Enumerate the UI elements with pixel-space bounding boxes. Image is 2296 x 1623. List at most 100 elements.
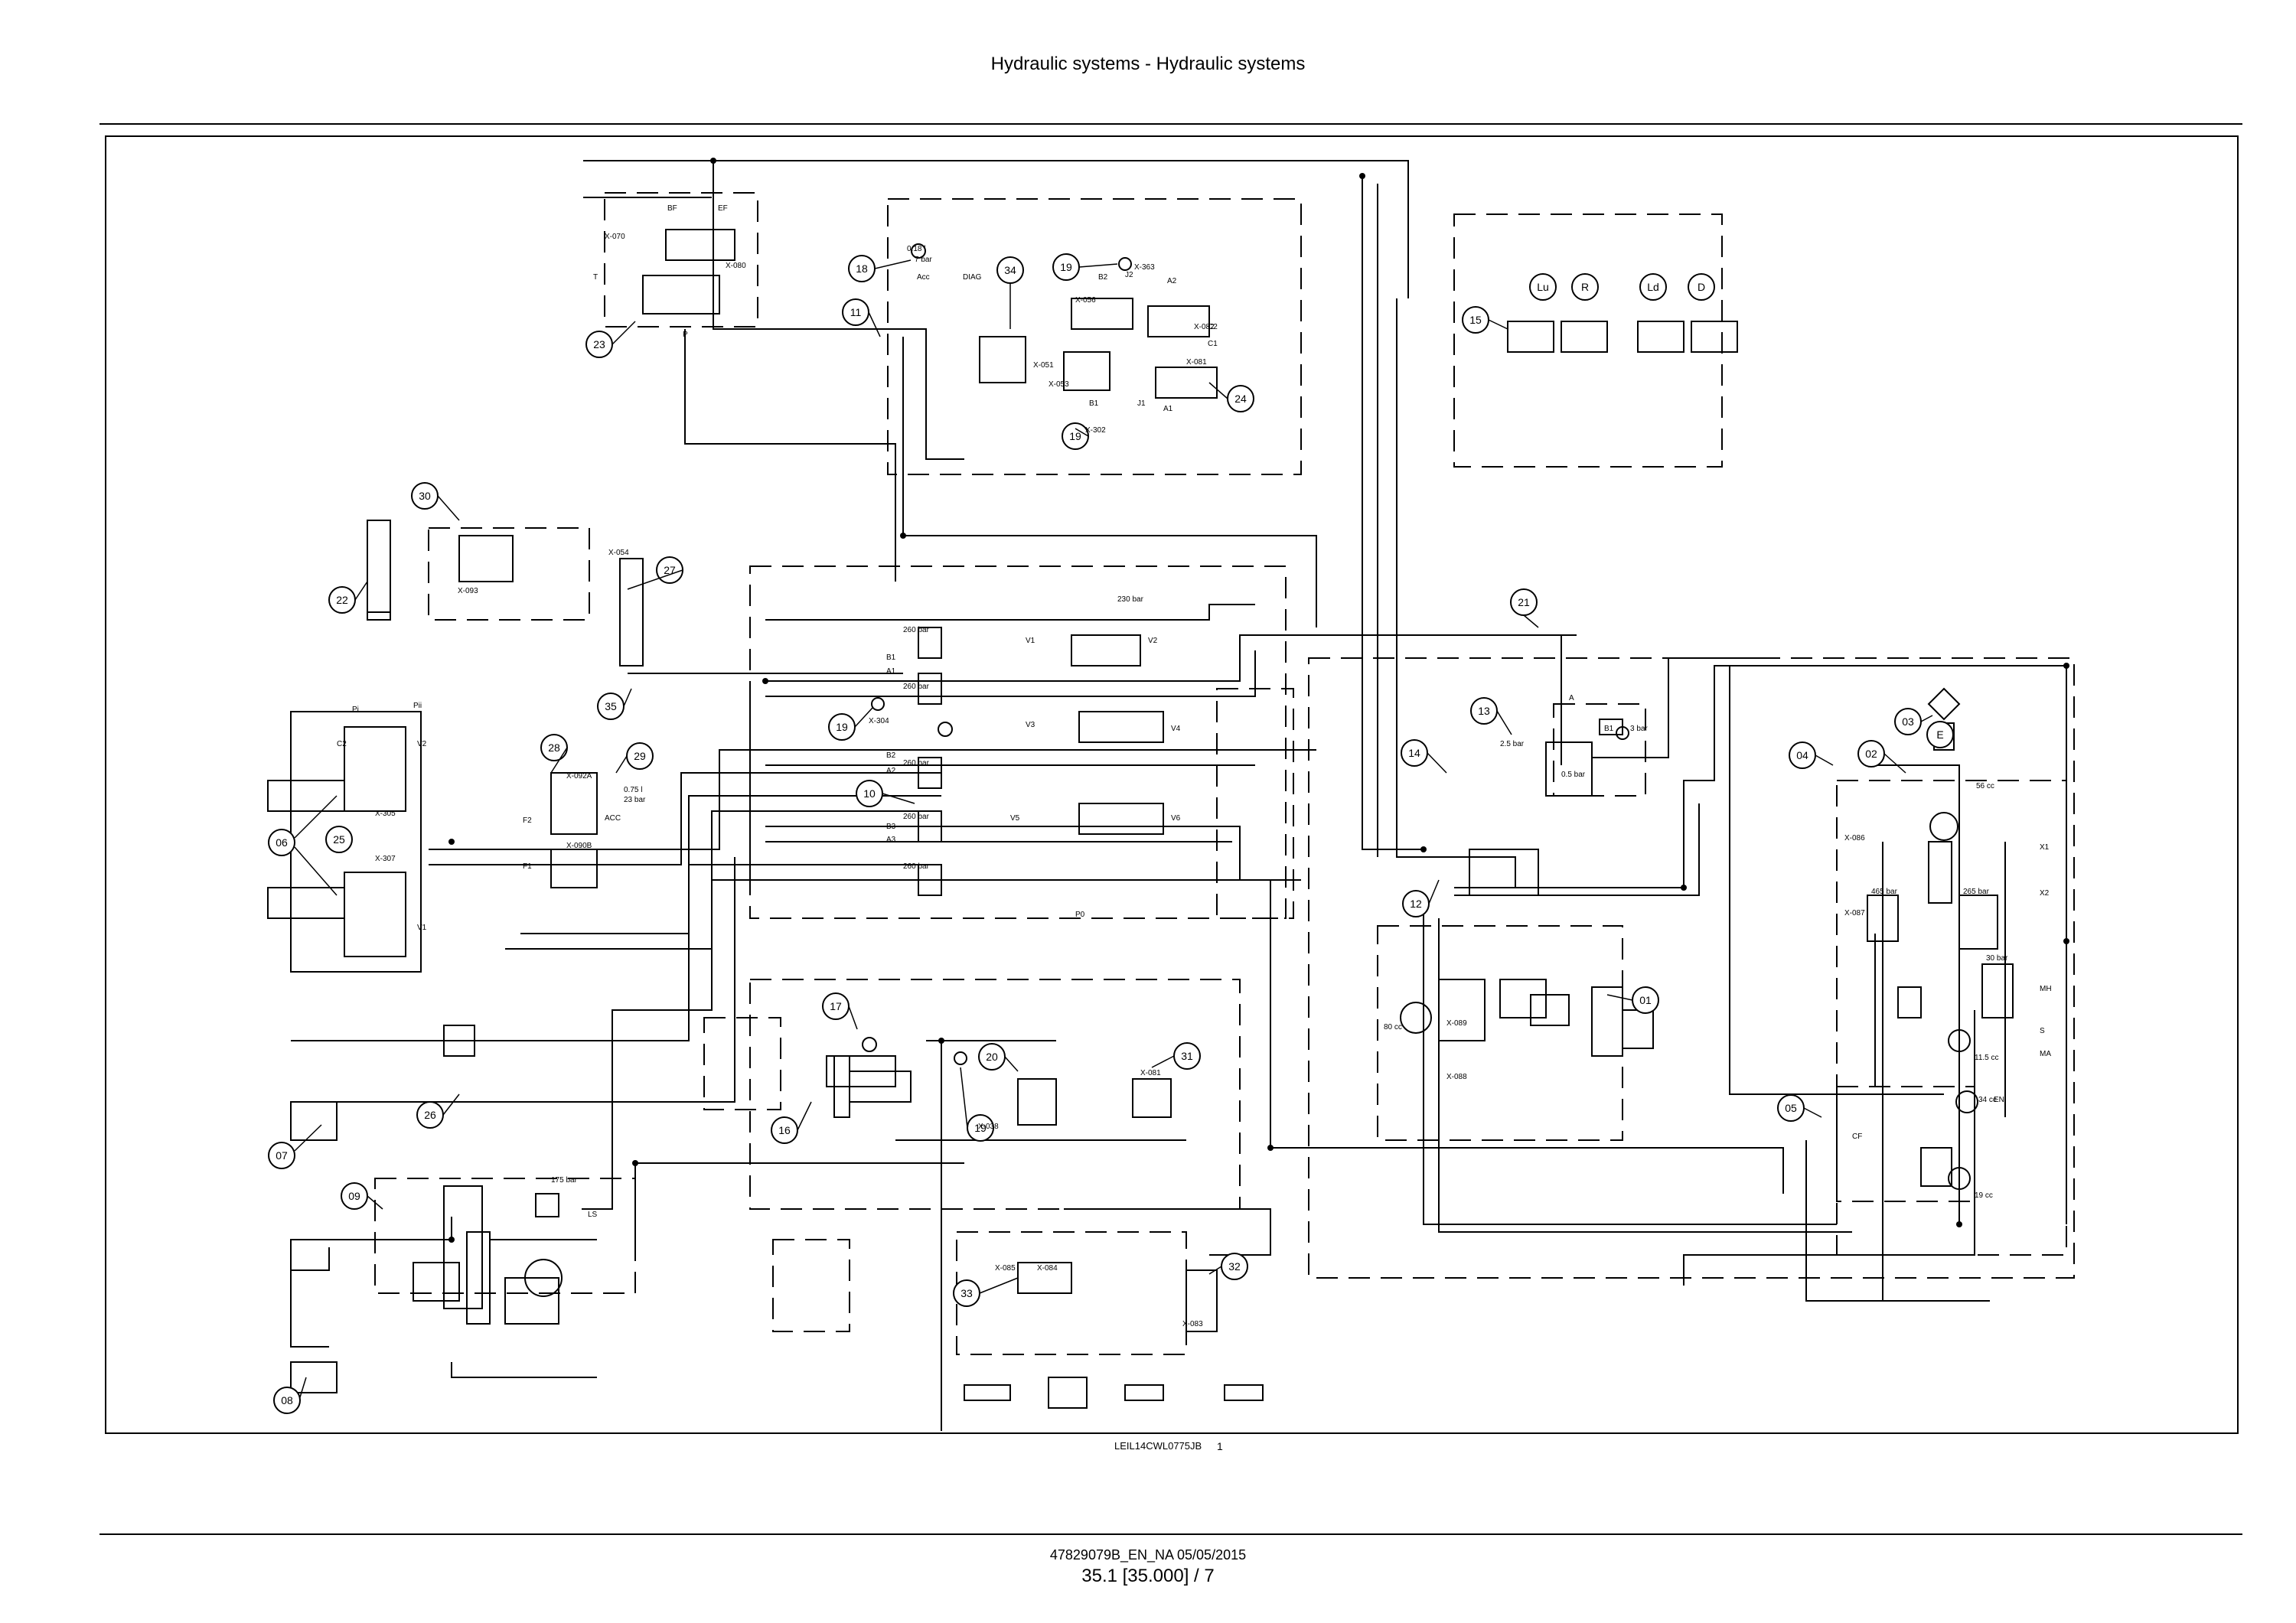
label-x082: X-082: [1194, 323, 1215, 331]
callout-06: 06: [276, 836, 288, 849]
label-x2: X2: [2040, 889, 2050, 898]
label-bar25: 2.5 bar: [1500, 740, 1525, 748]
figure-caption: LEIL14CWL0775JB: [1114, 1440, 1202, 1452]
callout-21: 21: [1518, 596, 1530, 608]
callout-02: 02: [1865, 748, 1877, 760]
label-a1: A1: [1163, 405, 1173, 413]
label-x307: X-307: [375, 855, 396, 863]
label-t-top: T: [593, 273, 598, 282]
callout-19b: 19: [1069, 430, 1081, 442]
callout-10: 10: [863, 787, 876, 800]
callout-09: 09: [348, 1190, 360, 1202]
callout-14: 14: [1408, 747, 1420, 759]
label-c1: C1: [1208, 340, 1218, 348]
label-v1: V1: [1026, 637, 1035, 645]
label-x081b: X-081: [1140, 1069, 1161, 1077]
label-acc-23bar: 23 bar: [624, 796, 646, 804]
label-cc56: 56 cc: [1976, 782, 1994, 790]
label-en: EN: [1994, 1096, 2004, 1104]
label-x302: X-302: [1085, 426, 1106, 435]
label-cc115: 11.5 cc: [1975, 1054, 1999, 1062]
callout-29: 29: [634, 750, 646, 762]
label-b2: B2: [1098, 273, 1108, 282]
label-diag: DIAG: [963, 273, 982, 282]
callout-ld: Ld: [1647, 281, 1659, 293]
footer-rule: [99, 1533, 2242, 1535]
callout-17: 17: [830, 1000, 842, 1012]
label-cf: CF: [1852, 1133, 1862, 1141]
label-acc: ACC: [605, 814, 621, 823]
label-acc2: Acc: [917, 273, 930, 282]
callout-13: 13: [1478, 705, 1490, 717]
callout-32: 32: [1228, 1260, 1241, 1273]
label-bar260d: 260 bar: [903, 813, 930, 821]
label-v4: V4: [1171, 725, 1181, 733]
label-x080: X-080: [726, 262, 746, 270]
callout-01: 01: [1639, 994, 1652, 1006]
label-s: S: [2040, 1027, 2045, 1035]
callout-12: 12: [1410, 898, 1422, 910]
label-b2-valve: B2: [886, 751, 896, 760]
label-j1: J1: [1137, 399, 1146, 408]
label-x085: X-085: [995, 1264, 1016, 1273]
label-bar265: 265 bar: [1963, 888, 1990, 896]
label-b1: B1: [1089, 399, 1099, 408]
label-x086: X-086: [1844, 834, 1865, 842]
footer-page-number: 35.1 [35.000] / 7: [1081, 1566, 1215, 1586]
diagram-frame: [105, 135, 2239, 1434]
label-a2: A2: [1167, 277, 1177, 285]
label-a2-valve: A2: [886, 767, 896, 775]
callout-15: 15: [1469, 314, 1482, 326]
label-cc80: 80 cc: [1384, 1023, 1402, 1031]
callout-20: 20: [986, 1051, 998, 1063]
label-ma: MA: [2040, 1050, 2051, 1058]
label-x070: X-070: [605, 233, 625, 241]
callout-16: 16: [778, 1124, 791, 1136]
label-f1: F1: [523, 862, 532, 871]
callout-d: D: [1698, 281, 1705, 293]
manifold-block: [1469, 849, 1539, 896]
label-bf: BF: [667, 204, 677, 213]
callout-30: 30: [419, 490, 431, 502]
label-v2: V2: [1148, 637, 1158, 645]
label-bar05: 0.5 bar: [1561, 771, 1586, 779]
callout-19d: 19: [974, 1122, 987, 1134]
callout-25: 25: [333, 833, 345, 846]
callout-lu: Lu: [1537, 281, 1549, 293]
label-pi: Pi: [352, 706, 359, 714]
callout-24: 24: [1234, 393, 1247, 405]
label-bar3: 3 bar: [1630, 725, 1648, 733]
page-title: Hydraulic systems - Hydraulic systems: [990, 54, 1306, 74]
label-f2: F2: [523, 816, 532, 825]
label-b3-valve: B3: [886, 823, 896, 831]
label-v6: V6: [1171, 814, 1181, 823]
label-x087: X-087: [1844, 909, 1865, 917]
callout-08: 08: [281, 1394, 293, 1406]
callout-31: 31: [1181, 1050, 1193, 1062]
label-bar260c: 260 bar: [903, 759, 930, 768]
callout-e: E: [1936, 728, 1943, 741]
label-v1-left: V1: [417, 924, 427, 932]
label-ef: EF: [718, 204, 728, 213]
label-v5: V5: [1010, 814, 1020, 823]
label-x092a: X-092A: [566, 772, 592, 781]
label-p-top: P: [683, 331, 688, 339]
label-bar260a: 260 bar: [903, 626, 930, 634]
callout-19c: 19: [836, 721, 848, 733]
callout-05: 05: [1785, 1102, 1797, 1114]
label-a3-valve: A3: [886, 836, 896, 844]
label-x305: X-305: [375, 810, 396, 818]
callout-28: 28: [548, 741, 560, 754]
label-acc-7bar: 7 bar: [915, 256, 932, 264]
label-x304: X-304: [869, 717, 889, 725]
label-bar230: 230 bar: [1117, 595, 1144, 604]
label-x081: X-081: [1186, 358, 1207, 367]
label-x089: X-089: [1446, 1019, 1467, 1028]
label-ls: LS: [588, 1211, 598, 1219]
callout-19a: 19: [1060, 261, 1072, 273]
callout-r: R: [1581, 281, 1589, 293]
label-x090b: X-090B: [566, 842, 592, 850]
label-bar260b: 260 bar: [903, 683, 930, 691]
label-x054: X-054: [608, 549, 629, 557]
